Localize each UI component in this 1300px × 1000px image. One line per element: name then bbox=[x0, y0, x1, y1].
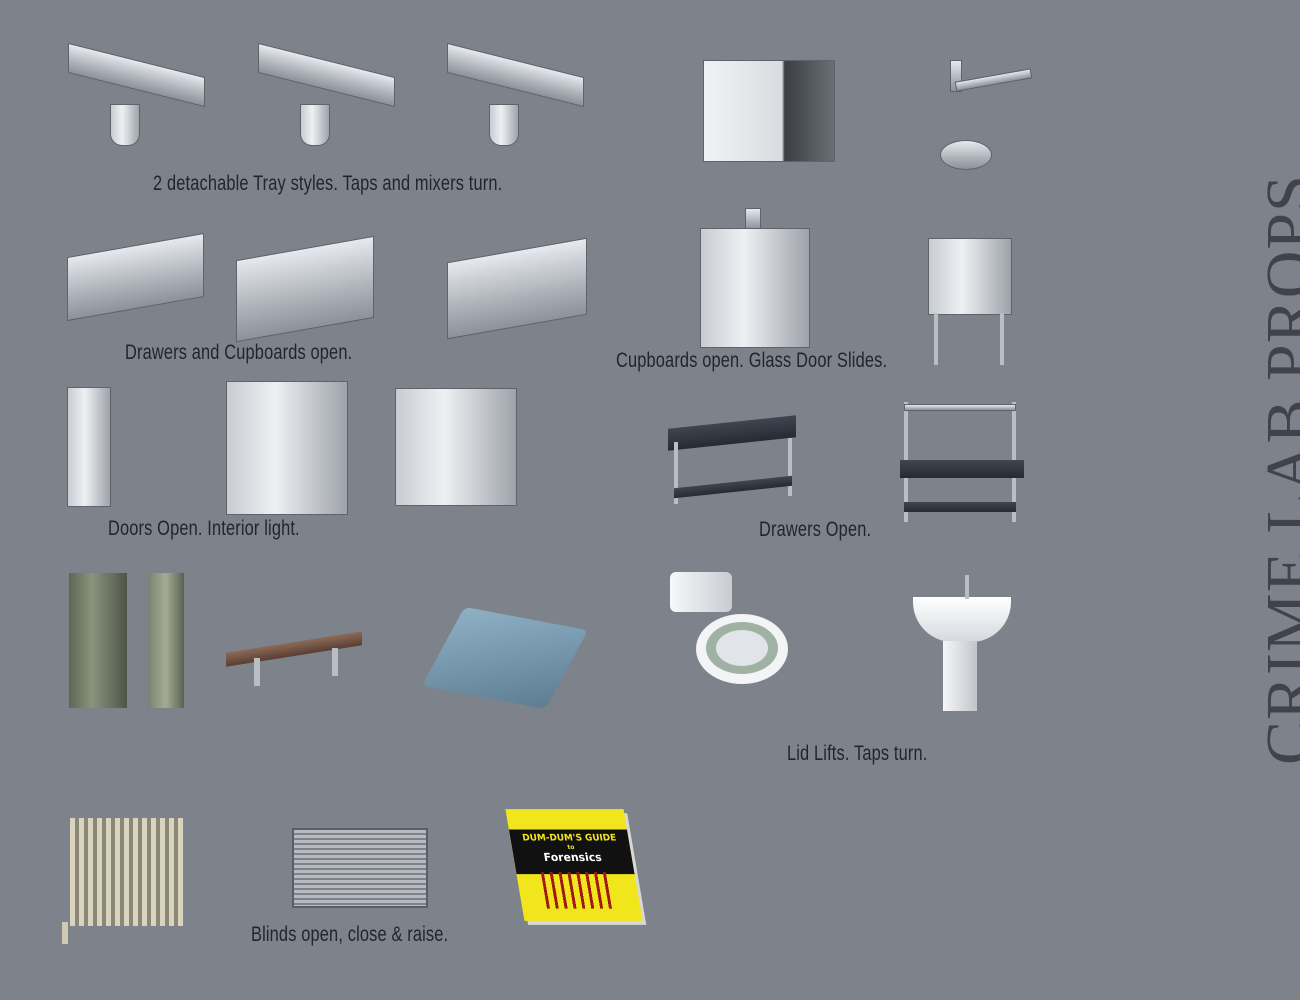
autopsy-table-3 bbox=[447, 42, 587, 160]
morgue-fridge bbox=[703, 60, 835, 162]
folded-blanket bbox=[421, 606, 589, 710]
radiator bbox=[62, 818, 186, 944]
caption-cabinets: Doors Open. Interior light. bbox=[108, 517, 300, 540]
forensics-book: DUM-DUM'S GUIDE to Forensics bbox=[505, 809, 643, 921]
fume-hood bbox=[700, 208, 810, 348]
caption-toilet: Lid Lifts. Taps turn. bbox=[787, 742, 928, 765]
lab-table bbox=[668, 415, 798, 512]
open-shelf-unit bbox=[395, 388, 517, 506]
counter-drawers-1 bbox=[67, 232, 204, 322]
locker-open bbox=[69, 573, 127, 708]
caption-drawers: Drawers and Cupboards open. bbox=[125, 341, 353, 364]
pedestal-sink bbox=[913, 575, 1013, 713]
book-title-line2: to bbox=[566, 843, 576, 851]
autopsy-table-2 bbox=[258, 42, 398, 160]
book-title-line1: DUM-DUM'S GUIDE bbox=[521, 833, 618, 844]
window-blinds bbox=[292, 828, 428, 908]
bench bbox=[226, 630, 364, 690]
locker-closed bbox=[148, 573, 184, 708]
lab-table-with-shelf bbox=[900, 402, 1025, 524]
counter-drawers-2 bbox=[236, 235, 374, 343]
surgical-lamp bbox=[935, 60, 1035, 180]
autopsy-table-1 bbox=[68, 42, 208, 160]
page-title: CRIME LAB PROPS bbox=[1253, 174, 1300, 765]
toilet bbox=[668, 572, 790, 712]
tall-glass-cabinet bbox=[67, 387, 111, 507]
caption-trays: 2 detachable Tray styles. Taps and mixer… bbox=[153, 172, 503, 195]
lab-station bbox=[928, 238, 1013, 368]
glass-door-cabinet bbox=[226, 381, 348, 515]
counter-sink bbox=[447, 237, 587, 340]
caption-fume-hood: Cupboards open. Glass Door Slides. bbox=[616, 349, 888, 372]
book-title-line3: Forensics bbox=[542, 850, 603, 864]
caption-blinds: Blinds open, close & raise. bbox=[251, 923, 449, 946]
caption-tables: Drawers Open. bbox=[759, 518, 872, 541]
